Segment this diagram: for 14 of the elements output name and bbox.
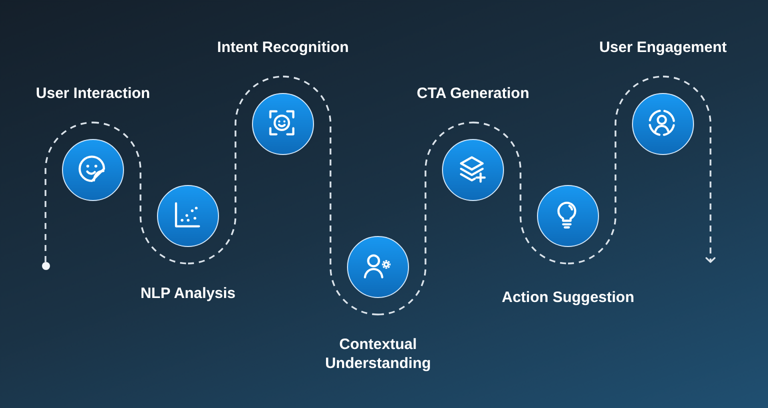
- dashed-connector: [282, 76, 378, 316]
- step-label: NLP Analysis: [140, 284, 236, 302]
- dashed-arrow: [662, 76, 716, 263]
- step-label: User Interaction: [36, 84, 150, 102]
- start-dot: [42, 262, 50, 270]
- dashed-connector: [92, 122, 188, 264]
- step-label: CTA Generation: [416, 84, 530, 102]
- dashed-connector: [44, 122, 94, 262]
- dashed-connector: [378, 122, 474, 316]
- step-label: Intent Recognition: [217, 38, 349, 56]
- dashed-connector: [472, 122, 568, 264]
- step-label: Action Suggestion: [502, 288, 634, 306]
- step-label: Contextual Understanding: [324, 334, 432, 372]
- step-label: User Engagement: [599, 38, 727, 56]
